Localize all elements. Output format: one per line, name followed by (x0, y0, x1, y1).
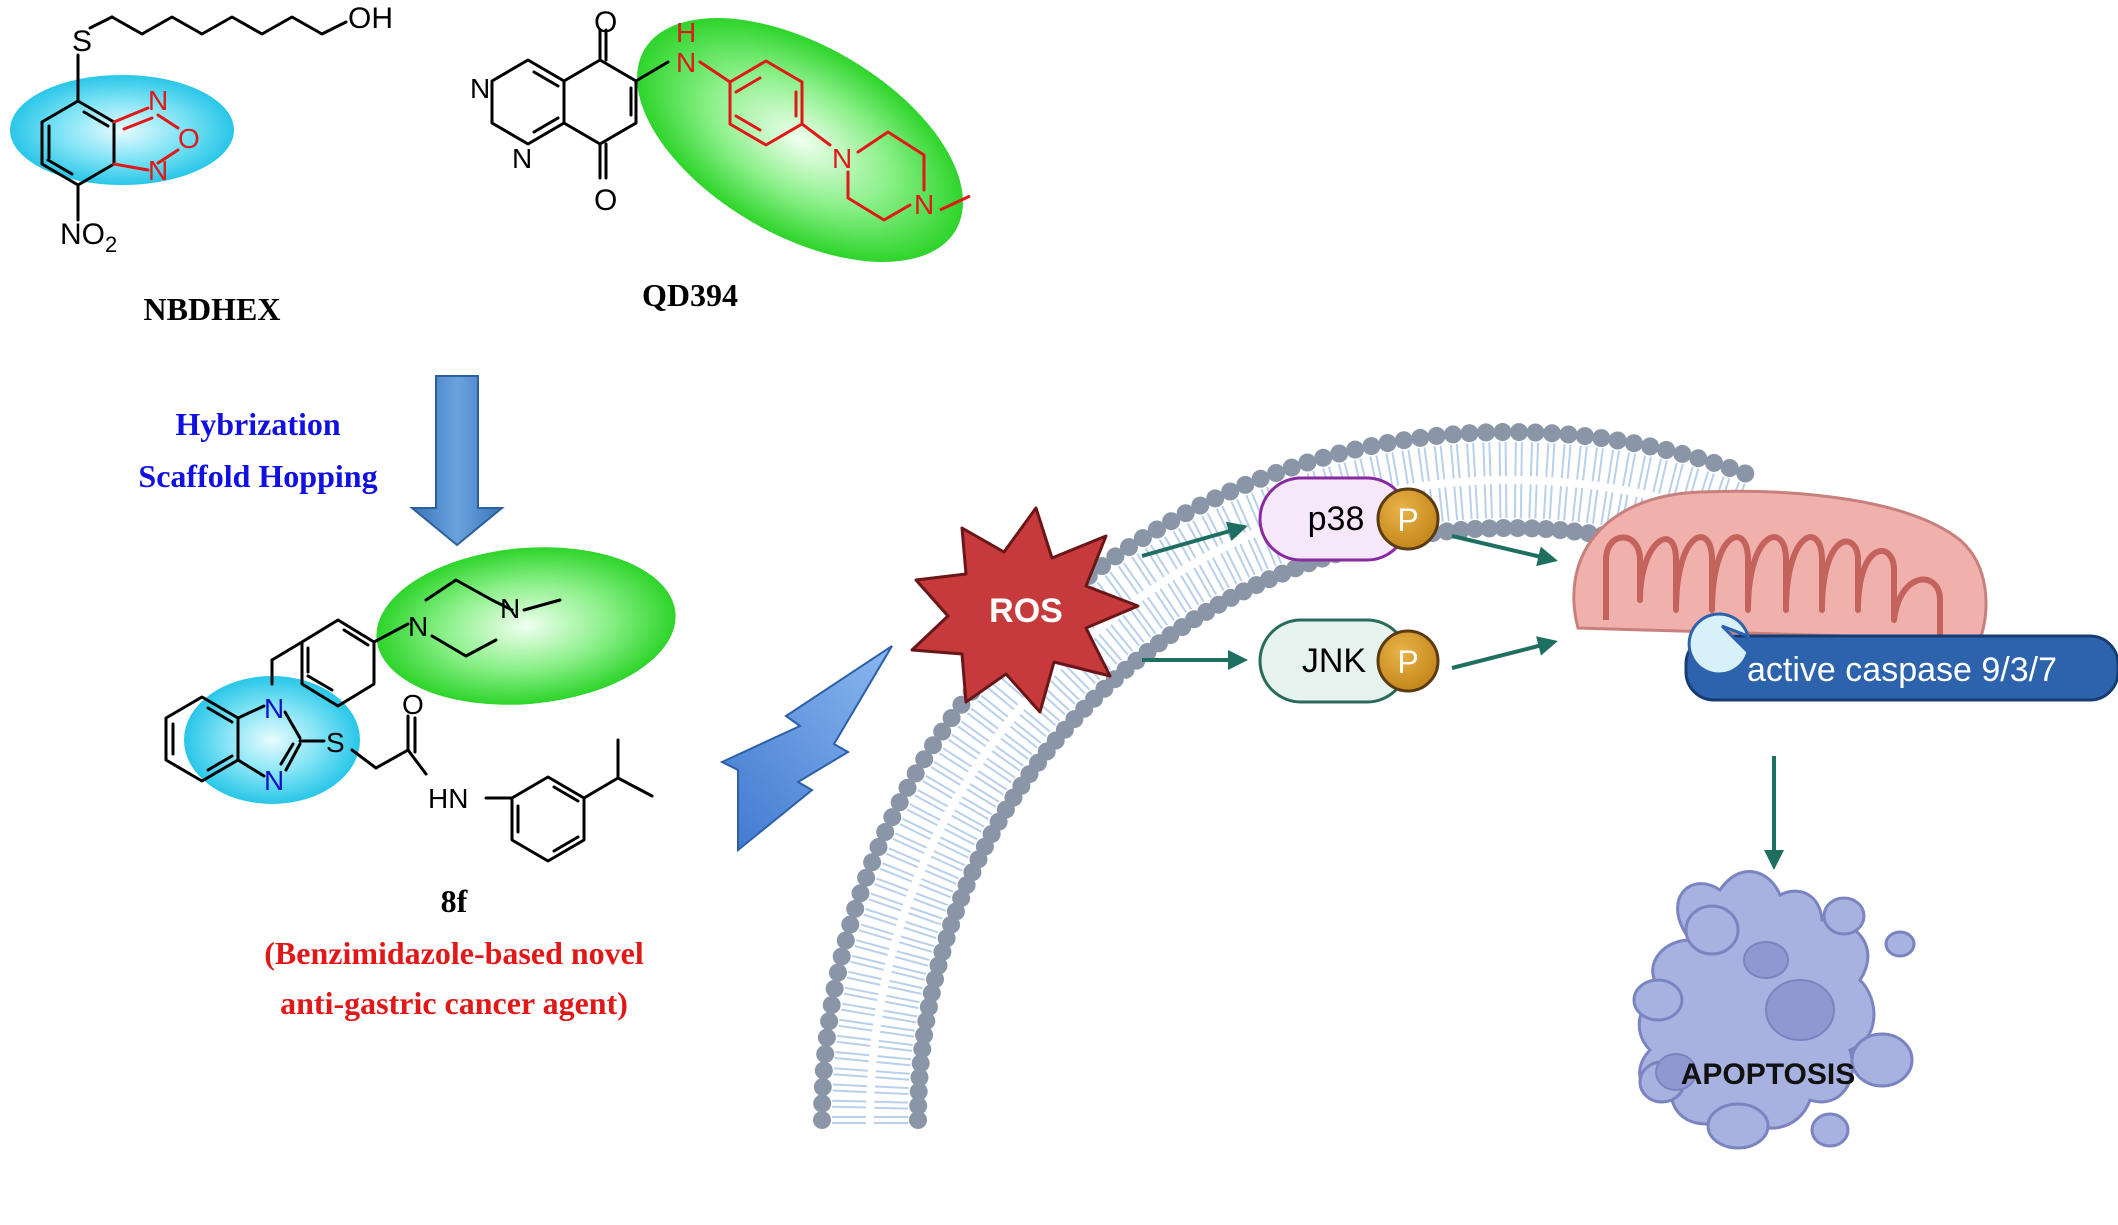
compound-8f-description-line1: (Benzimidazole-based novel (264, 935, 644, 971)
p38-kinase: p38 P (1258, 476, 1440, 562)
jnk-phospho-label: P (1397, 644, 1418, 680)
apoptosis-label: APOPTOSIS (1681, 1058, 1856, 1091)
membrane-heads (813, 423, 1755, 1129)
apoptosis-cell: APOPTOSIS (1632, 870, 1916, 1150)
nbdhex-sulfur: S (72, 25, 92, 58)
compound-8f-description-line2: anti-gastric cancer agent) (280, 985, 628, 1021)
nbdhex-oxygen: O (178, 123, 200, 154)
qd394-piperazine-n2: N (914, 189, 934, 220)
c8f-oxygen: O (402, 689, 424, 720)
arrow-jnk-to-mito (1451, 636, 1558, 670)
ros-starburst-icon (910, 506, 1140, 714)
strategy-scaffold-hopping: Scaffold Hopping (138, 458, 377, 494)
c8f-sulfur: S (326, 727, 345, 758)
compound-8f-label: 8f (441, 883, 468, 919)
caspase-pacman-icon (1687, 612, 1751, 676)
jnk-label: JNK (1302, 642, 1367, 680)
c8f-n2: N (264, 765, 284, 796)
nbdhex-label: NBDHEX (144, 291, 281, 327)
nbdhex-structure: S OH N O N NO2 NBDHEX (10, 2, 393, 327)
nbdhex-n2: N (148, 155, 168, 186)
qd394-highlight (637, 18, 963, 262)
nbdhex-nitro: NO2 (60, 218, 117, 257)
jnk-kinase: JNK P (1258, 618, 1440, 704)
nbdhex-hydroxyl: OH (348, 2, 393, 35)
arrow-ros-to-p38 (1141, 521, 1248, 558)
qd394-n2: N (512, 143, 532, 174)
c8f-piperazine-n1: N (408, 611, 428, 642)
ros-label: ROS (989, 592, 1063, 630)
nbdhex-n1: N (148, 85, 168, 116)
c8f-cyan-highlight (184, 676, 360, 804)
qd394-h: H (676, 17, 696, 48)
c8f-amide-nh: HN (428, 783, 468, 814)
p38-phospho-label: P (1397, 502, 1418, 538)
nbdhex-highlight (10, 75, 234, 185)
c8f-green-highlight (376, 547, 676, 705)
qd394-n1: N (470, 73, 490, 104)
qd394-oxygen-bottom: O (594, 184, 617, 217)
caspase-label: active caspase 9/3/7 (1747, 651, 2057, 689)
qd394-label: QD394 (642, 277, 738, 313)
jnk-phospho-icon (1376, 629, 1440, 693)
mitochondrion (1572, 489, 1988, 642)
c8f-piperazine-n2: N (500, 593, 520, 624)
arrow-p38-to-mito (1451, 534, 1558, 567)
caspase-complex: active caspase 9/3/7 (1684, 612, 2118, 702)
lightning-bolt-icon (719, 645, 893, 853)
compound-8f-structure: N N S O HN N N 8f (Benzimidazole-based n… (164, 547, 676, 1021)
strategy-hybridization: Hybrization (175, 406, 341, 442)
p38-phospho-icon (1376, 487, 1440, 551)
qd394-piperazine-n1: N (832, 143, 852, 174)
ros-burst: ROS (910, 506, 1140, 714)
qd394-nh: N (676, 47, 696, 78)
pathway-arrows (1141, 521, 1784, 870)
down-arrow-icon (409, 375, 505, 547)
qd394-structure: O O N N H N N N QD394 (470, 6, 971, 313)
qd394-oxygen-top: O (594, 6, 617, 39)
c8f-n1: N (264, 693, 284, 724)
p38-label: p38 (1308, 500, 1365, 538)
